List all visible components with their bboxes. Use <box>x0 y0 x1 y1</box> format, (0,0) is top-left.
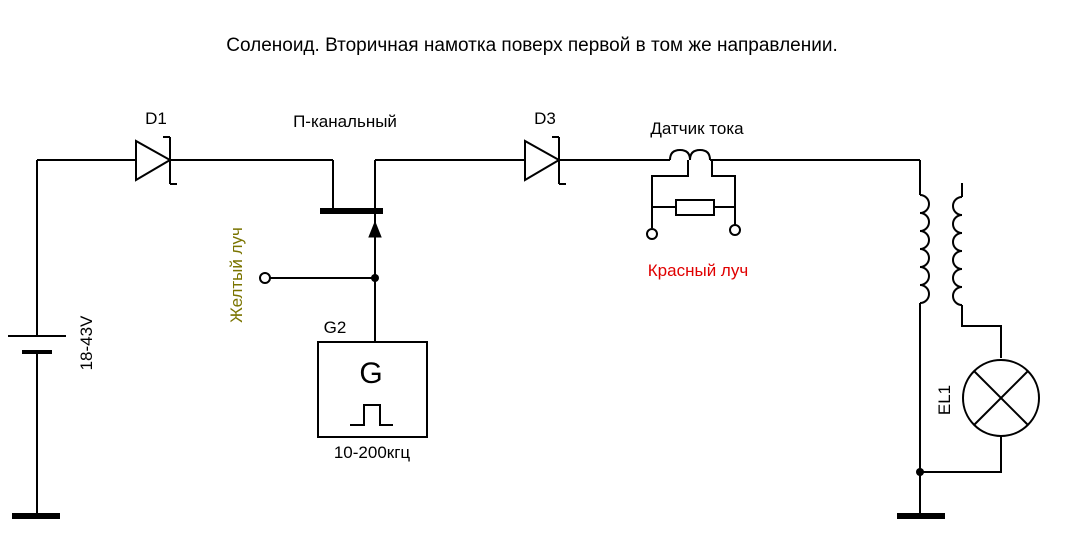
battery-label: 18-43V <box>77 315 96 370</box>
battery-symbol <box>8 335 66 354</box>
generator-frequency: 10-200кгц <box>334 443 411 462</box>
generator-g2 <box>317 341 428 438</box>
lamp-el1 <box>916 359 1040 476</box>
current-sensor <box>646 148 920 240</box>
generator-label: G2 <box>324 318 347 337</box>
supply-wiring <box>36 159 136 514</box>
primary-coil <box>919 160 930 514</box>
diagram-title: Соленоид. Вторичная намотка поверх перво… <box>226 35 838 56</box>
diode-d1 <box>135 136 333 185</box>
yellow-probe-wiring <box>259 272 379 284</box>
generator-symbol: G <box>359 357 382 390</box>
diode-d3 <box>524 136 670 185</box>
current-sensor-label: Датчик тока <box>650 119 744 138</box>
diode-d3-label: D3 <box>534 109 556 128</box>
secondary-coil <box>952 183 1002 358</box>
yellow-probe-label: Желтый луч <box>227 227 246 323</box>
p-channel-transistor <box>320 160 383 342</box>
lamp-label: EL1 <box>935 385 954 415</box>
red-probe-label: Красный луч <box>648 261 748 280</box>
transistor-label: П-канальный <box>293 112 397 131</box>
diode-d1-label: D1 <box>145 109 167 128</box>
